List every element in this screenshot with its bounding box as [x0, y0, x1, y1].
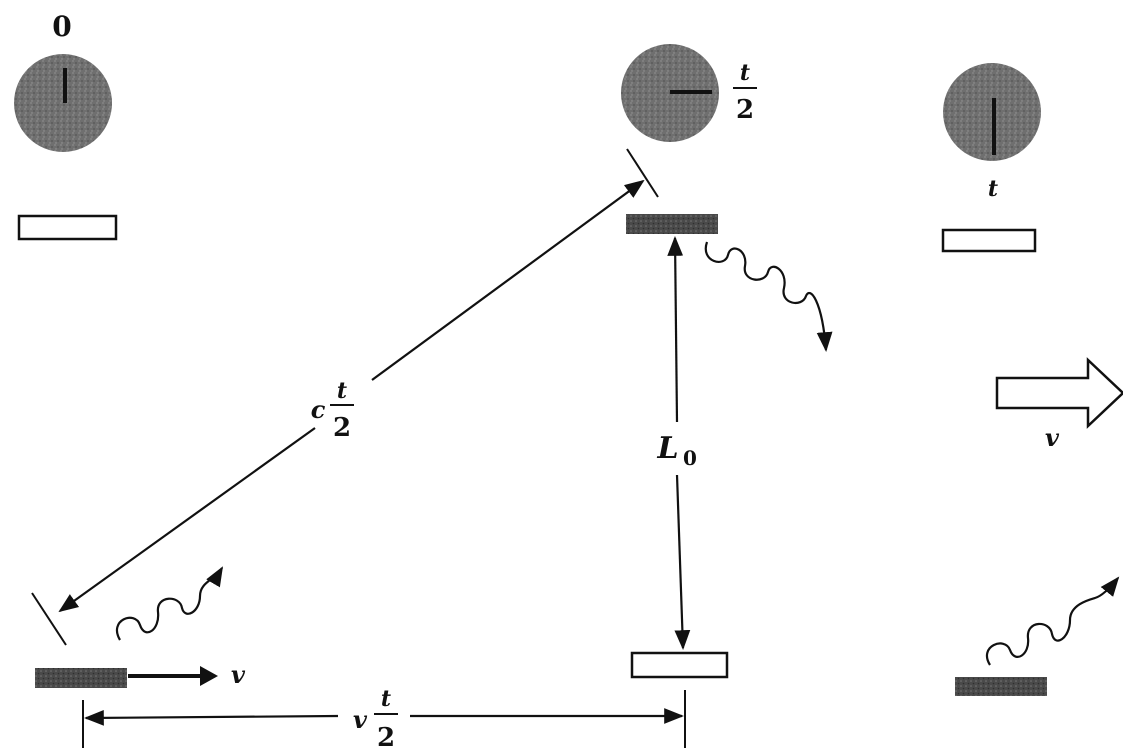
horizontal-label-den: 2 — [377, 723, 395, 752]
clock-end-label: t — [988, 176, 998, 202]
light-path-vertical-lower — [674, 474, 691, 650]
velocity-arrowhead — [200, 666, 218, 686]
vertical-label-sub: 0 — [683, 446, 697, 470]
diagonal-label-num: t — [337, 378, 347, 404]
diagonal-label-den: 2 — [333, 413, 351, 443]
mirror-tilt-top — [626, 148, 659, 198]
horizontal-label-num: t — [381, 686, 391, 712]
photon-wave-bottom-right — [986, 576, 1120, 666]
velocity-label-big: v — [1045, 423, 1060, 452]
clock-middle-label-den: 2 — [736, 95, 754, 125]
mirror-bottom-end — [955, 677, 1047, 696]
clock-start: 0 — [14, 10, 112, 152]
light-path-vertical-upper — [667, 236, 684, 423]
photon-wave-bottom-left — [116, 566, 223, 641]
mirror-tilt-bottom — [31, 592, 67, 646]
mirror-top-end — [941, 228, 1037, 253]
photon-wave-top-middle — [704, 241, 833, 352]
diagonal-label-prefix: c — [311, 395, 326, 424]
clock-start-label: 0 — [52, 10, 71, 43]
clock-end: t — [943, 63, 1041, 202]
mirror-top-start — [17, 214, 118, 241]
clock-middle: t 2 — [621, 44, 757, 142]
distance-arrow-left — [84, 709, 339, 726]
mirror-bottom-start — [35, 668, 127, 688]
horizontal-label-prefix: v — [353, 705, 368, 734]
light-path-diagonal-upper — [371, 179, 645, 381]
clock-middle-label-num: t — [740, 60, 750, 86]
velocity-arrow-big — [995, 357, 1123, 429]
velocity-label-small: v — [231, 660, 246, 689]
mirror-top-middle — [626, 214, 718, 234]
vertical-label-main: L — [656, 431, 678, 466]
mirror-bottom-middle — [630, 651, 729, 679]
light-path-diagonal-lower — [58, 427, 316, 613]
